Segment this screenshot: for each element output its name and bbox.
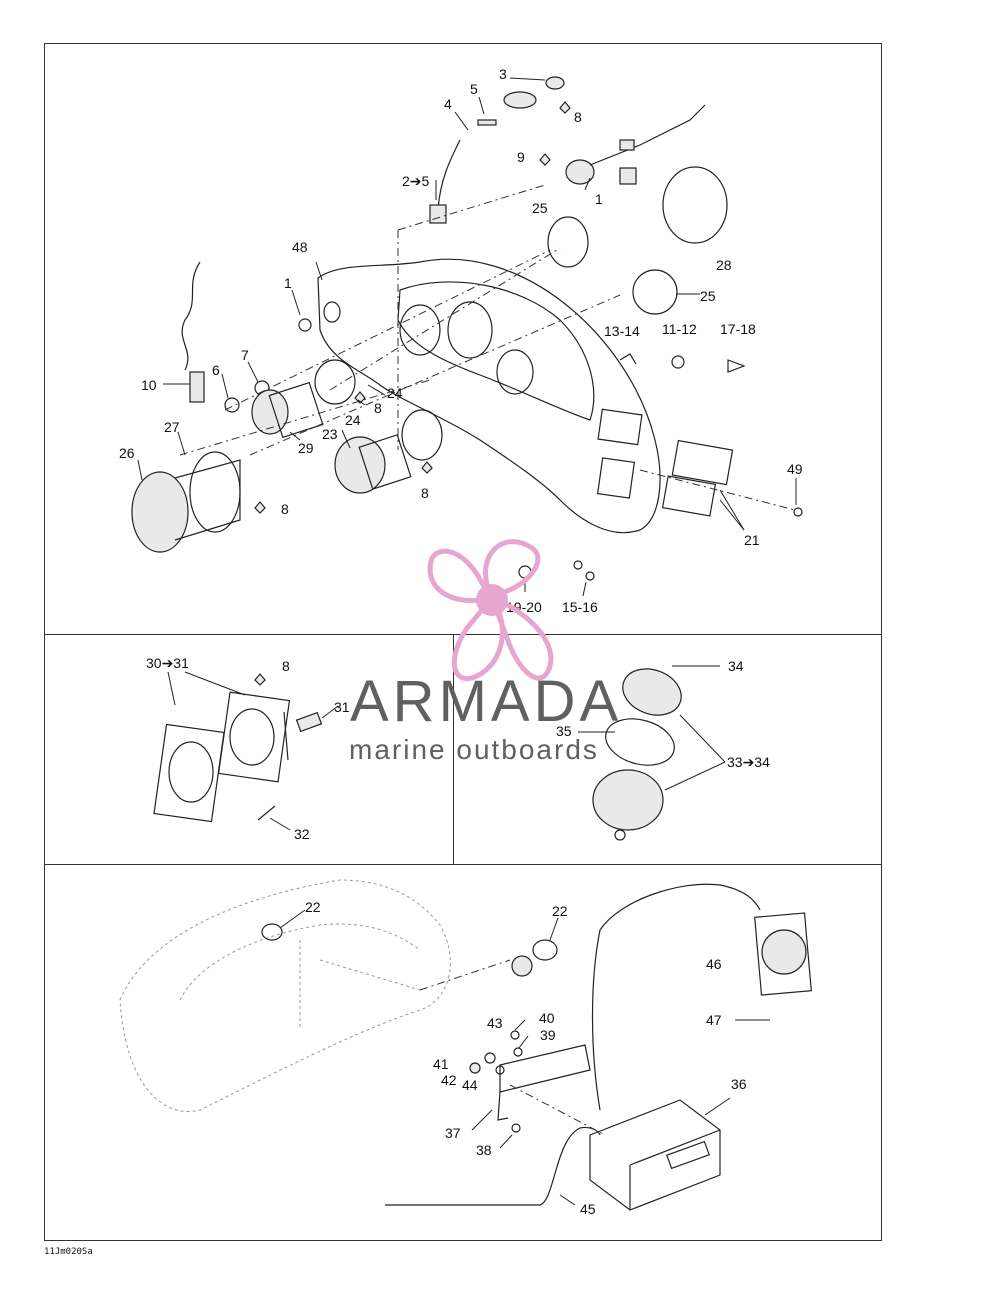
callout-label: 41 [433, 1056, 449, 1072]
assembly-lines [179, 184, 796, 511]
callout-label: 1 [284, 275, 292, 291]
speaker-panel [578, 665, 726, 841]
callouts-console: 22 22 46 47 40 43 39 41 42 44 36 37 38 4… [305, 899, 747, 1217]
callout-label: 10 [141, 377, 157, 393]
callout-label: 4 [444, 96, 452, 112]
callout-label: 25 [532, 200, 548, 216]
callout-label: 6 [212, 362, 220, 378]
callout-label: 5 [470, 81, 478, 97]
callout-label: 15-16 [562, 599, 598, 615]
callout-label: 22 [305, 899, 321, 915]
callout-label: 36 [731, 1076, 747, 1092]
leader-lines-main [137, 77, 797, 597]
callout-label: 30➔31 [146, 655, 189, 671]
callout-label: 40 [539, 1010, 555, 1026]
callout-label: 28 [716, 257, 732, 273]
callout-label: 47 [706, 1012, 722, 1028]
callout-label: 39 [540, 1027, 556, 1043]
armada-logo [427, 539, 554, 682]
callout-label: 44 [462, 1077, 478, 1093]
callout-label: 3 [499, 66, 507, 82]
gauge-mount-panel [153, 671, 339, 831]
diagram-frame [44, 43, 882, 1241]
callout-label: 8 [374, 400, 382, 416]
callout-label: 8 [281, 501, 289, 517]
callout-label: 8 [574, 109, 582, 125]
gauge-rings [547, 166, 728, 315]
callout-label: 23 [322, 426, 338, 442]
console-panel [119, 879, 812, 1211]
panel-divider-bottom [44, 864, 882, 865]
callout-label: 33➔34 [727, 754, 770, 770]
callout-label: 48 [292, 239, 308, 255]
gauges [131, 359, 443, 553]
callout-label: 24 [345, 412, 361, 428]
ignition-switch-assembly [429, 76, 706, 224]
callout-label: 32 [294, 826, 310, 842]
label-plates [661, 439, 734, 517]
callout-label: 1 [595, 191, 603, 207]
callouts-main: 3 5 4 8 9 2➔5 1 25 28 48 1 25 13-14 11-1… [119, 66, 803, 615]
switch-icons [619, 353, 746, 373]
callout-label: 25 [700, 288, 716, 304]
drawing-code: 11Jm020Sa [44, 1247, 93, 1257]
callout-label: 35 [556, 723, 572, 739]
callout-label: 9 [517, 149, 525, 165]
callout-label: 38 [476, 1142, 492, 1158]
watermark-subtitle: marine outboards [349, 734, 599, 765]
callout-label: 2➔5 [402, 173, 430, 189]
callout-label: 31 [334, 699, 350, 715]
callout-label: 24 [387, 385, 403, 401]
callout-label: 22 [552, 903, 568, 919]
callout-label: 21 [744, 532, 760, 548]
callout-label: 43 [487, 1015, 503, 1031]
panel-divider-vertical [453, 634, 454, 864]
callouts-gauge: 30➔31 8 31 32 [146, 655, 350, 842]
callout-label: 45 [580, 1201, 596, 1217]
fasteners-main [254, 101, 803, 581]
callout-label: 7 [241, 347, 249, 363]
callout-label: 27 [164, 419, 180, 435]
callout-label: 37 [445, 1125, 461, 1141]
callout-label: 17-18 [720, 321, 756, 337]
callout-label: 8 [421, 485, 429, 501]
watermark-title: ARMADA [350, 669, 623, 734]
callouts-speaker: 34 35 33➔34 [556, 658, 770, 770]
callout-label: 11-12 [662, 321, 697, 337]
callout-label: 29 [298, 440, 314, 456]
dashboard-panel [317, 258, 661, 534]
callout-label: 46 [706, 956, 722, 972]
callout-label: 8 [282, 658, 290, 674]
callout-label: 13-14 [604, 323, 640, 339]
callout-label: 42 [441, 1072, 457, 1088]
callout-label: 49 [787, 461, 803, 477]
callout-label: 34 [728, 658, 744, 674]
callout-label: 26 [119, 445, 135, 461]
